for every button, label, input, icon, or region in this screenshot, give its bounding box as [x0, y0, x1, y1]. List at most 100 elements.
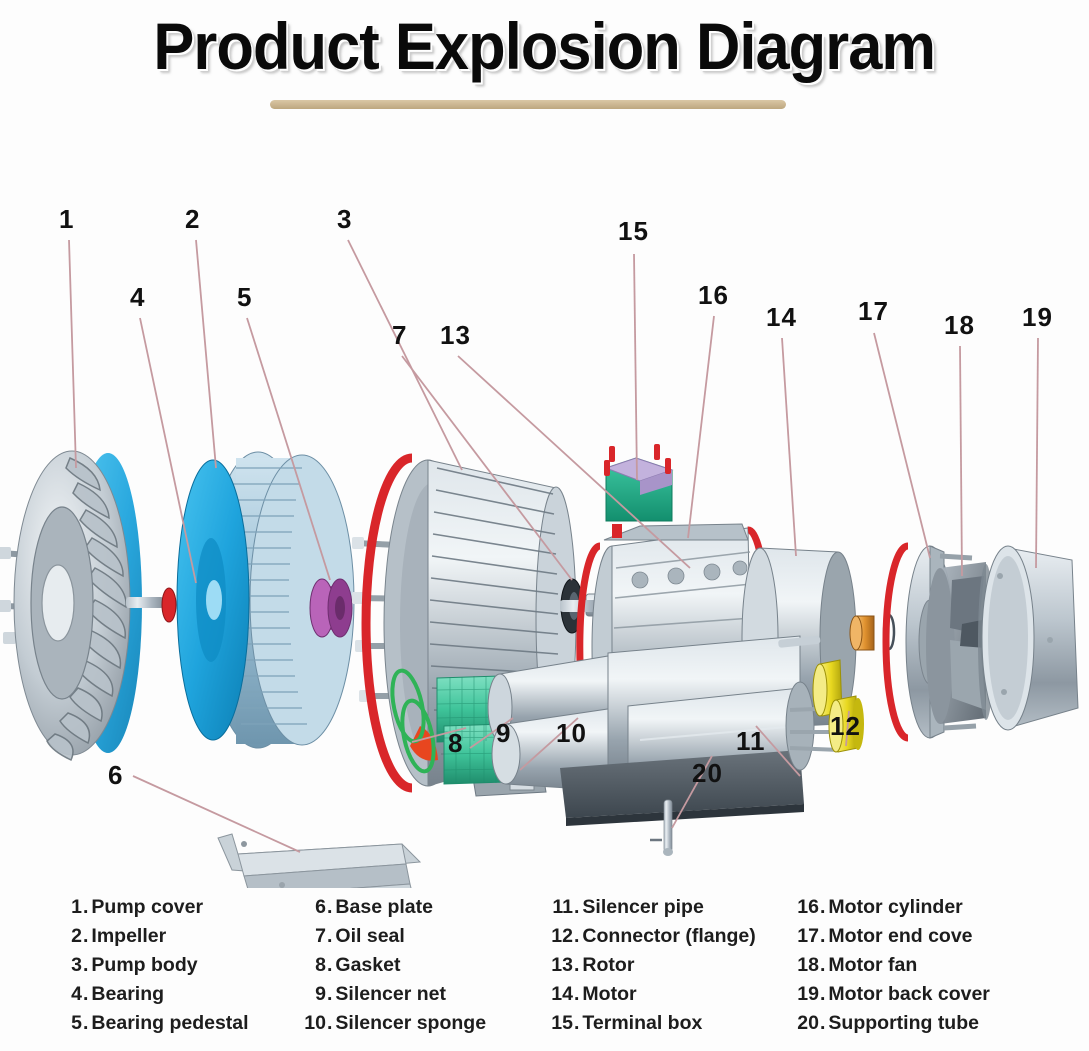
- page-title-area: Product Explosion Diagram: [0, 0, 1089, 92]
- legend-separator: .: [327, 925, 333, 947]
- legend-item: 3 . Pump body: [58, 954, 249, 983]
- legend-label: Motor: [582, 983, 637, 1005]
- part-motor-bearing-small: [849, 613, 896, 651]
- title-underline-rule: [270, 100, 786, 109]
- parts-legend: 1 . Pump cover 2 . Impeller 3 . Pump bod…: [0, 896, 1089, 1046]
- legend-label: Silencer net: [335, 983, 446, 1005]
- part-2-impeller: [176, 451, 355, 749]
- legend-separator: .: [83, 983, 89, 1005]
- legend-label: Bearing: [91, 983, 165, 1005]
- legend-number: 4: [71, 983, 82, 1005]
- part-20-supporting-tube: [663, 799, 673, 856]
- callout-13: 13: [440, 320, 471, 350]
- motor-cyl-bosses: [631, 560, 748, 589]
- legend-label: Supporting tube: [828, 1012, 979, 1034]
- legend-separator: .: [83, 1012, 89, 1034]
- legend-item: 9 . Silencer net: [302, 983, 486, 1012]
- legend-item: 5 . Bearing pedestal: [58, 1012, 249, 1041]
- legend-item: 20 . Supporting tube: [795, 1012, 990, 1041]
- legend-number: 18: [797, 954, 819, 976]
- legend-item: 12 . Connector (flange): [549, 925, 755, 954]
- net-mesh: [436, 676, 507, 783]
- callout-14: 14: [766, 302, 797, 332]
- legend-label: Motor back cover: [828, 983, 990, 1005]
- legend-label: Oil seal: [335, 925, 405, 947]
- legend-item: 10 . Silencer sponge: [302, 1012, 486, 1041]
- legend-number: 13: [551, 954, 573, 976]
- legend-separator: .: [327, 954, 333, 976]
- legend-column-1: 1 . Pump cover 2 . Impeller 3 . Pump bod…: [58, 896, 249, 1041]
- part-19-motor-back-cover: [981, 545, 1079, 731]
- legend-label: Pump cover: [91, 896, 204, 918]
- callout-17: 17: [858, 296, 889, 326]
- callout-4: 4: [130, 282, 145, 312]
- legend-number: 8: [315, 954, 326, 976]
- legend-separator: .: [574, 983, 580, 1005]
- callout-2: 2: [185, 204, 200, 234]
- legend-number: 20: [797, 1012, 819, 1034]
- legend-item: 14 . Motor: [549, 983, 756, 1012]
- legend-item: 15 . Terminal box: [549, 1012, 756, 1041]
- legend-label: Bearing pedestal: [91, 1012, 249, 1034]
- callout-7: 7: [392, 320, 407, 350]
- callout-6: 6: [108, 760, 123, 790]
- legend-number: 17: [797, 925, 819, 947]
- part-5-bearing-pedestal: [309, 578, 353, 638]
- legend-number: 10: [304, 1012, 326, 1034]
- diagram-canvas: 1 2 3 4 5 7 13 15 16 14 17 18 19 8 9 10 …: [0, 204, 1079, 888]
- legend-item: 7 . Oil seal: [302, 925, 486, 954]
- legend-column-3: 11 . Silencer pipe 12 . Connector (flang…: [549, 896, 756, 1041]
- legend-item: 1 . Pump cover: [58, 896, 249, 925]
- legend-number: 3: [71, 954, 82, 976]
- legend-label: Pump body: [91, 954, 198, 976]
- legend-item: 4 . Bearing: [58, 983, 249, 1012]
- legend-separator: .: [327, 896, 333, 918]
- legend-item: 18 . Motor fan: [795, 954, 990, 983]
- legend-column-2: 6 . Base plate 7 . Oil seal 8 . Gasket 9…: [302, 896, 486, 1041]
- callout-numbers: 1 2 3 4 5 7 13 15 16 14 17 18 19 8 9 10 …: [59, 204, 1052, 790]
- callout-15: 15: [618, 216, 649, 246]
- legend-label: Motor end cove: [828, 925, 973, 947]
- callout-16: 16: [698, 280, 729, 310]
- page-title: Product Explosion Diagram: [153, 9, 937, 83]
- legend-item: 8 . Gasket: [302, 954, 486, 983]
- legend-label: Rotor: [582, 954, 635, 976]
- legend-label: Silencer pipe: [582, 896, 704, 918]
- legend-item: 6 . Base plate: [302, 896, 486, 925]
- part-18-motor-fan: [926, 562, 994, 724]
- legend-label: Impeller: [91, 925, 167, 947]
- callout-20: 20: [692, 758, 723, 788]
- end-cove-bolts: [939, 553, 977, 731]
- part-1-pump-cover: [0, 450, 164, 762]
- legend-item: 13 . Rotor: [549, 954, 756, 983]
- legend-separator: .: [820, 983, 826, 1005]
- cover-bolt-heads: [0, 547, 16, 644]
- callout-1: 1: [59, 204, 74, 234]
- legend-item: 11 . Silencer pipe: [549, 896, 756, 925]
- exploded-diagram: 1 2 3 4 5 7 13 15 16 14 17 18 19 8 9 10 …: [0, 128, 1089, 888]
- callout-3: 3: [337, 204, 352, 234]
- legend-label: Terminal box: [582, 1012, 703, 1034]
- legend-label: Motor fan: [828, 954, 918, 976]
- legend-number: 19: [797, 983, 819, 1005]
- legend-separator: .: [327, 983, 333, 1005]
- legend-separator: .: [574, 954, 580, 976]
- part-9-silencer-net: [436, 675, 507, 785]
- legend-item: 19 . Motor back cover: [795, 983, 990, 1012]
- callout-leader-lines: [68, 239, 1039, 853]
- legend-separator: .: [574, 925, 580, 947]
- legend-separator: .: [820, 896, 826, 918]
- callout-5: 5: [237, 282, 252, 312]
- legend-number: 5: [71, 1012, 82, 1034]
- part-11-silencer-pipe: [560, 635, 844, 826]
- legend-number: 16: [797, 896, 819, 918]
- legend-separator: .: [820, 954, 826, 976]
- legend-item: 17 . Motor end cove: [795, 925, 990, 954]
- legend-separator: .: [83, 925, 89, 947]
- legend-separator: .: [574, 896, 580, 918]
- legend-label: Motor cylinder: [828, 896, 963, 918]
- legend-number: 1: [71, 896, 82, 918]
- callout-12: 12: [830, 711, 861, 741]
- callout-18: 18: [944, 310, 975, 340]
- callout-9: 9: [496, 718, 511, 748]
